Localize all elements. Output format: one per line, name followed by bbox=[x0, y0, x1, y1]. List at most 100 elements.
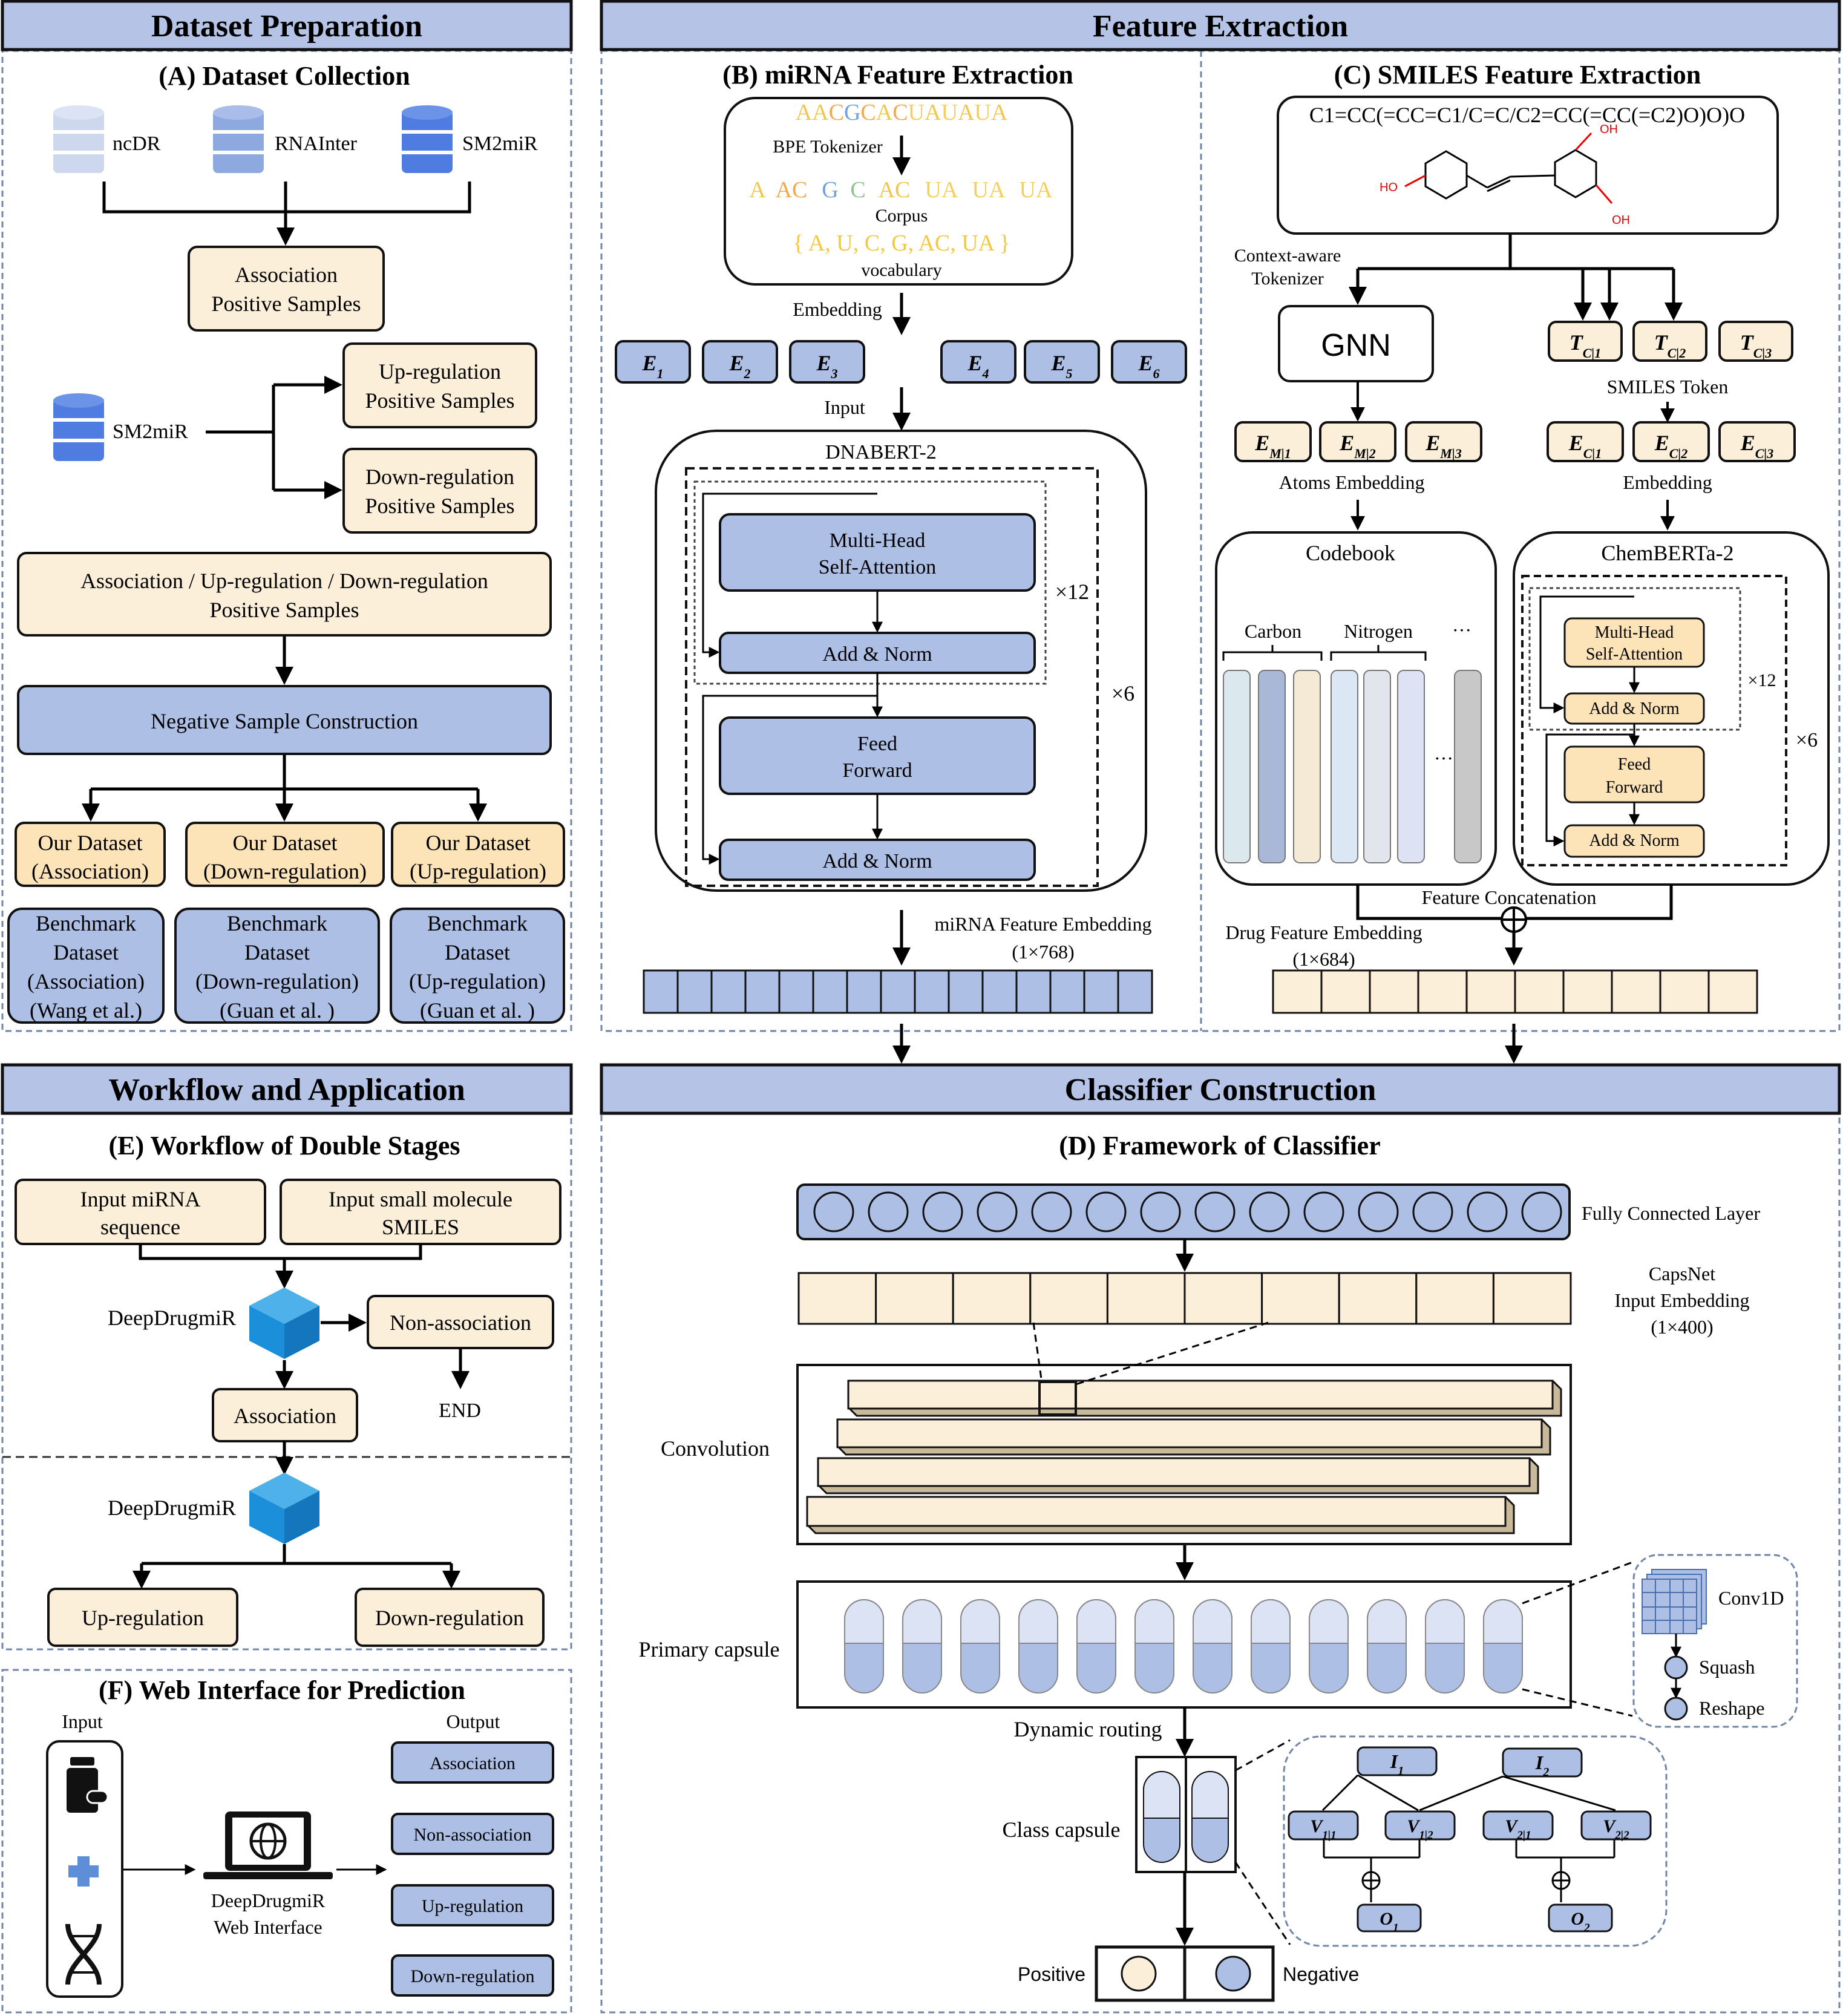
panel-e-workflow: (E) Workflow of Double Stages Input miRN… bbox=[2, 1131, 571, 1647]
web-output-up bbox=[391, 1884, 554, 1926]
fc-node bbox=[977, 1191, 1018, 1232]
up-regulation-label-e: Up-regulation bbox=[82, 1606, 204, 1630]
up-regulation-box-e bbox=[47, 1588, 238, 1647]
header-feature-extraction: Feature Extraction bbox=[1093, 9, 1348, 44]
routing-vote-label: V1|2 bbox=[1407, 1816, 1433, 1842]
smiles-token-box-label: TC|3 bbox=[1740, 330, 1772, 361]
bench3-line2: Dataset bbox=[445, 940, 510, 964]
capsnet-input-cell bbox=[1029, 1272, 1108, 1325]
drug-vector-cell bbox=[1320, 969, 1371, 1014]
web-output-up-label: Up-regulation bbox=[422, 1896, 523, 1916]
panel-headers: Dataset Preparation Feature Extraction W… bbox=[1, 0, 1841, 1115]
mhsa-c-line1: Multi-Head bbox=[1595, 623, 1674, 642]
non-association-label: Non-association bbox=[390, 1311, 531, 1335]
web-input-label: Input bbox=[62, 1710, 103, 1732]
smiles-token-box bbox=[1718, 321, 1793, 362]
db-sm2mir-label-2: SM2miR bbox=[113, 421, 188, 443]
atom-embedding-label: EM|3 bbox=[1425, 431, 1461, 461]
primary-capsule bbox=[1483, 1599, 1523, 1694]
db-sm2mir-label: SM2miR bbox=[462, 133, 538, 155]
routing-vote-label: V2|2 bbox=[1603, 1816, 1629, 1842]
benchmark-up bbox=[390, 908, 565, 1024]
bench2-line4: (Guan et al. ) bbox=[220, 998, 335, 1023]
atoms-embedding-label: Atoms Embedding bbox=[1279, 471, 1425, 493]
end-label: END bbox=[439, 1399, 481, 1422]
our-dataset-up-line2: (Up-regulation) bbox=[410, 859, 546, 883]
primary-capsule bbox=[902, 1599, 942, 1694]
x12-c: ×12 bbox=[1748, 670, 1776, 690]
routing-output-box bbox=[1548, 1903, 1613, 1933]
input-smiles-line1: Input small molecule bbox=[329, 1187, 512, 1211]
smiles-token-label: SMILES Token bbox=[1607, 376, 1729, 398]
ff-b-line2: Forward bbox=[842, 759, 912, 782]
class-capsules bbox=[1143, 1771, 1229, 1863]
atom-embedding-label: EM|1 bbox=[1254, 431, 1291, 461]
mirna-vector-cell bbox=[744, 969, 781, 1014]
drug-vector-cell bbox=[1272, 969, 1323, 1014]
header-dataset-preparation: Dataset Preparation bbox=[151, 9, 422, 44]
header-classifier: Classifier Construction bbox=[1065, 1073, 1377, 1107]
capsnet-input-cell bbox=[1338, 1272, 1418, 1325]
ho-label: HO bbox=[1380, 181, 1398, 194]
x12-b: ×12 bbox=[1055, 580, 1089, 604]
dynamic-routing-label: Dynamic routing bbox=[1014, 1717, 1162, 1741]
capsnet-line1: CapsNet bbox=[1649, 1263, 1715, 1285]
up-positive-line1: Up-regulation bbox=[379, 359, 501, 384]
our-dataset-down-line1: Our Dataset bbox=[233, 831, 338, 855]
mhsa-b-line1: Multi-Head bbox=[830, 529, 926, 552]
drug-embedding-line2: (1×684) bbox=[1292, 948, 1355, 970]
routing-input-label: I2 bbox=[1535, 1752, 1549, 1779]
dna-icon bbox=[65, 1923, 102, 1985]
fc-node bbox=[868, 1191, 909, 1232]
drug-embedding-line1: Drug Feature Embedding bbox=[1225, 921, 1422, 943]
primary-capsules bbox=[844, 1599, 1523, 1694]
smiles-token-box bbox=[1632, 321, 1707, 362]
oh-label-bottom: OH bbox=[1612, 214, 1630, 227]
nitrogen-label: Nitrogen bbox=[1344, 620, 1413, 642]
bench2-line1: Benchmark bbox=[227, 911, 327, 935]
mirna-vector-cell bbox=[643, 969, 679, 1014]
mhsa-b-line2: Self-Attention bbox=[819, 556, 937, 578]
chem-embedding-label: EC|3 bbox=[1740, 431, 1774, 461]
drug-vector-cell bbox=[1417, 969, 1468, 1014]
our-dataset-down-line2: (Down-regulation) bbox=[203, 859, 367, 883]
database-icon bbox=[53, 393, 104, 461]
capsnet-input-cell bbox=[1183, 1272, 1263, 1325]
chem-embedding-box bbox=[1718, 421, 1796, 462]
bench3-line4: (Guan et al. ) bbox=[420, 998, 535, 1023]
primary-capsule bbox=[1367, 1599, 1407, 1694]
web-output-nonassociation-label: Non-association bbox=[414, 1825, 532, 1845]
atom-embedding-box bbox=[1234, 421, 1312, 462]
smiles-string: C1=CC(=CC=C1/C=C/C2=CC(=CC(=C2)O)O)O bbox=[1309, 103, 1745, 127]
panel-d-classifier: (D) Framework of Classifier Fully Connec… bbox=[639, 1131, 1798, 2002]
input-mirna-line1: Input miRNA bbox=[80, 1187, 200, 1211]
vocabulary-label: vocabulary bbox=[861, 260, 941, 280]
smiles-box bbox=[1277, 96, 1779, 235]
codebook-label: Codebook bbox=[1306, 541, 1395, 565]
web-output-label: Output bbox=[447, 1710, 500, 1732]
bpe-token: G bbox=[822, 177, 838, 203]
association-label-e: Association bbox=[234, 1404, 336, 1428]
routing-input-label: I1 bbox=[1390, 1750, 1404, 1778]
web-output-association bbox=[391, 1741, 554, 1784]
smiles-token-box-label: TC|2 bbox=[1654, 330, 1686, 361]
conv1d-label: Conv1D bbox=[1718, 1587, 1784, 1609]
mirna-vector-cell bbox=[880, 969, 916, 1014]
fc-nodes bbox=[813, 1191, 1562, 1232]
deepdrugmir-label-2: DeepDrugmiR bbox=[108, 1496, 236, 1520]
web-output-down bbox=[391, 1954, 554, 1997]
oh-label-top: OH bbox=[1600, 123, 1618, 136]
assoc-positive-line2: Positive Samples bbox=[211, 292, 361, 316]
mirna-vector-cell bbox=[981, 969, 1018, 1014]
our-dataset-association-line2: (Association) bbox=[31, 859, 149, 883]
smiles-token-box bbox=[1548, 321, 1623, 362]
token-embedding-label: E1 bbox=[641, 351, 663, 381]
ff-b-line1: Feed bbox=[857, 733, 897, 755]
token-embedding-box bbox=[1024, 340, 1100, 384]
capsnet-line2: Input Embedding bbox=[1614, 1289, 1749, 1311]
fc-node bbox=[1085, 1191, 1127, 1232]
mhsa-box-b bbox=[719, 513, 1036, 592]
